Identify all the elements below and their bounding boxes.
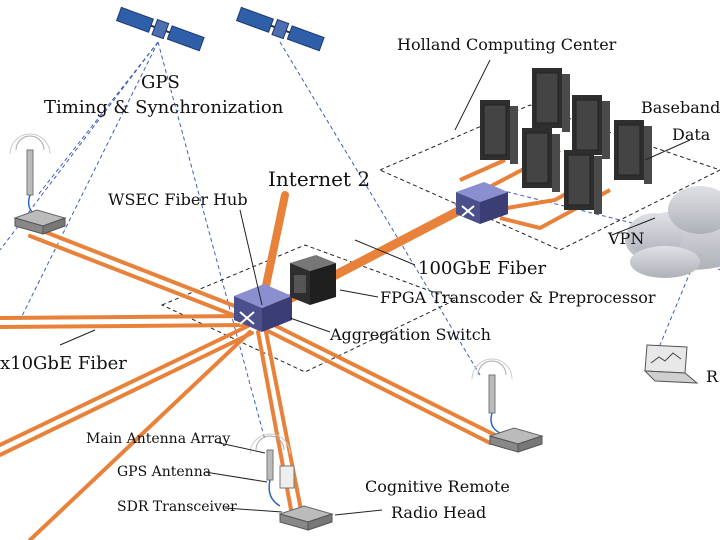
radio-head-icon (278, 505, 334, 531)
sdr-transceiver-label: SDR Transceiver (117, 499, 237, 515)
satellite-icon (115, 6, 205, 52)
crh-label-line2: Radio Head (391, 503, 487, 522)
vpn-label: VPN (608, 229, 645, 248)
fiber-x10gbe-label: x10GbE Fiber (0, 353, 127, 374)
wsec-hub-boundary (160, 244, 457, 373)
satellite-icon (235, 6, 325, 52)
aggregation-switch-icon (234, 284, 292, 332)
data-label: Data (672, 125, 711, 144)
switch-icon (456, 182, 508, 224)
cloud-icon (625, 186, 720, 278)
fpga-icon (290, 255, 336, 305)
antenna-icon (471, 358, 513, 434)
baseband-label: Baseband (641, 98, 720, 117)
server-rack-icon (532, 68, 570, 132)
fiber-links (0, 226, 497, 540)
fpga-label: FPGA Transcoder & Preprocessor (380, 288, 656, 307)
radio-head-icon (488, 427, 544, 453)
gps-antenna-label: GPS Antenna (117, 464, 212, 480)
internet2-label: Internet 2 (268, 167, 371, 191)
wsec-hub-label: WSEC Fiber Hub (108, 190, 248, 209)
server-rack-icon (572, 95, 610, 159)
holland-label: Holland Computing Center (397, 35, 617, 54)
internet2-link (259, 191, 289, 304)
antenna-icon (9, 133, 51, 217)
server-racks (480, 68, 652, 214)
fiber-100gbe-label: 100GbE Fiber (418, 258, 547, 279)
timing-sync-label: Timing & Synchronization (44, 97, 284, 118)
server-rack-icon (564, 150, 602, 214)
leader-lines (59, 59, 691, 516)
server-rack-icon (614, 120, 652, 184)
crh-label-line1: Cognitive Remote (365, 477, 510, 496)
radio-head-icon (13, 209, 67, 235)
aggregation-switch-label: Aggregation Switch (330, 325, 491, 344)
main-antenna-label: Main Antenna Array (86, 431, 231, 447)
antenna-icon (249, 433, 295, 507)
laptop-icon (643, 344, 699, 384)
server-rack-icon (480, 100, 518, 164)
gps-label: GPS (141, 72, 180, 93)
server-rack-icon (522, 128, 560, 192)
remote-label-r: R (706, 367, 719, 386)
